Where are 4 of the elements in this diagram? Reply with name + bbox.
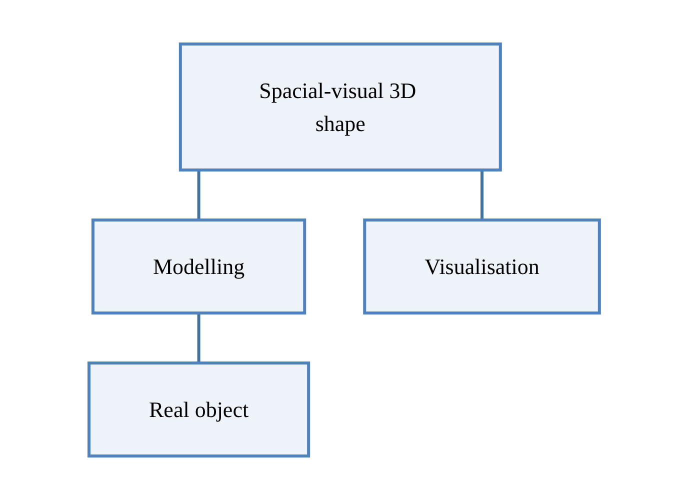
node-box: Spacial-visual 3D shape (179, 42, 502, 171)
node-box: Visualisation (363, 218, 602, 314)
node-box: Modelling (92, 218, 306, 314)
node-box: Real object (88, 361, 310, 457)
